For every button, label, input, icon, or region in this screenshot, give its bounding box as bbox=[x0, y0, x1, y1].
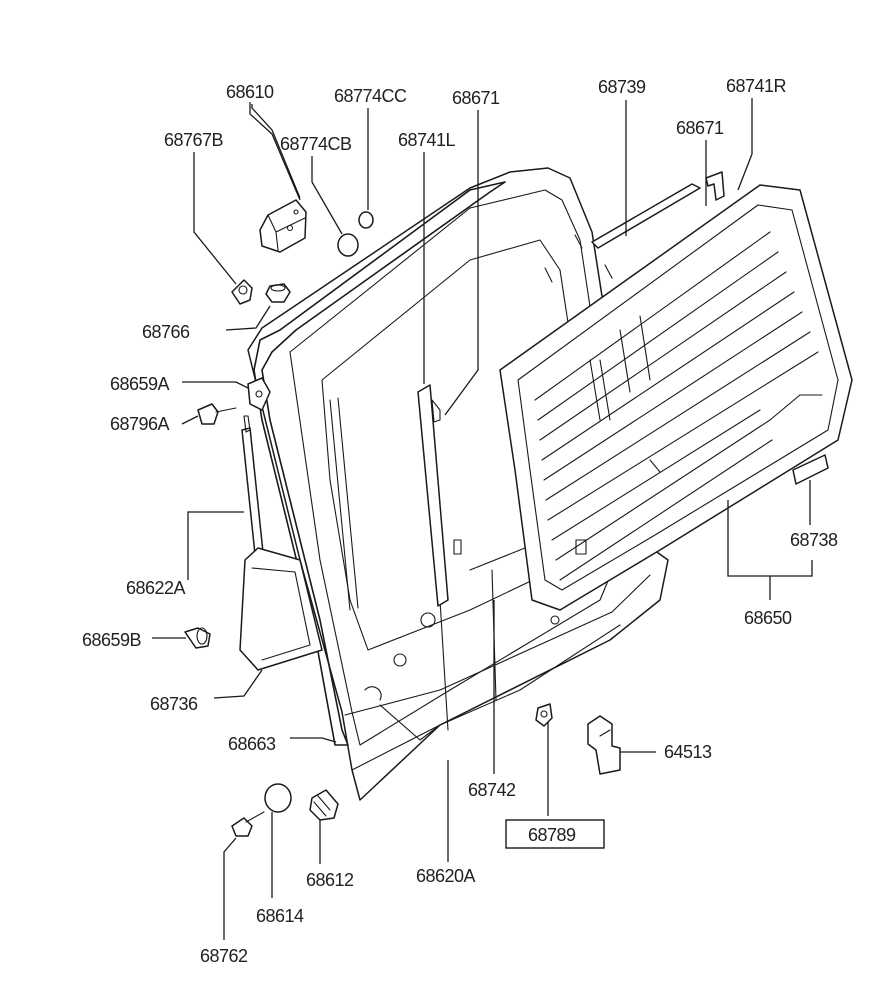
glass-molding-top bbox=[591, 183, 701, 249]
molding-clip-right bbox=[705, 171, 725, 201]
label-68650: 68650 bbox=[744, 608, 792, 628]
label-68738: 68738 bbox=[790, 530, 838, 550]
part-labels: 68610 68774CC 68671 68739 68741R 68767B … bbox=[82, 76, 839, 966]
hinge-cap-small bbox=[358, 211, 374, 229]
label-68610: 68610 bbox=[226, 82, 274, 102]
label-68789: 68789 bbox=[528, 825, 576, 845]
label-68739: 68739 bbox=[598, 77, 646, 97]
label-68766: 68766 bbox=[142, 322, 190, 342]
trim-panel bbox=[239, 547, 323, 671]
label-68796A: 68796A bbox=[110, 414, 170, 434]
plug-grommet bbox=[535, 703, 553, 727]
label-68736: 68736 bbox=[150, 694, 198, 714]
latch-striker bbox=[587, 715, 621, 775]
inner-rail bbox=[469, 547, 526, 571]
hinge-bracket bbox=[259, 199, 307, 253]
label-68612: 68612 bbox=[306, 870, 354, 890]
label-68741R: 68741R bbox=[726, 76, 787, 96]
label-68671-right: 68671 bbox=[676, 118, 724, 138]
glass-clip-piece bbox=[792, 454, 829, 485]
glass-molding-left bbox=[417, 384, 462, 607]
label-68659B: 68659B bbox=[82, 630, 142, 650]
bumper-bolt bbox=[231, 811, 265, 837]
cushion-stopper bbox=[309, 789, 339, 821]
label-68742: 68742 bbox=[468, 780, 516, 800]
label-68767B: 68767B bbox=[164, 130, 224, 150]
label-68762: 68762 bbox=[200, 946, 248, 966]
label-68741L: 68741L bbox=[398, 130, 456, 150]
ball-stud-bolt bbox=[197, 403, 237, 425]
grommet bbox=[265, 283, 291, 303]
label-68774CB: 68774CB bbox=[280, 134, 352, 154]
hinge-bolt bbox=[231, 279, 253, 305]
label-68671-top: 68671 bbox=[452, 88, 500, 108]
stay-bracket-lower bbox=[184, 627, 211, 649]
label-64513: 64513 bbox=[664, 742, 712, 762]
label-68659A: 68659A bbox=[110, 374, 170, 394]
label-68774CC: 68774CC bbox=[334, 86, 407, 106]
label-68622A: 68622A bbox=[126, 578, 186, 598]
boxed-label-frame bbox=[505, 819, 605, 849]
hinge-cap-large bbox=[337, 233, 359, 257]
label-68620A: 68620A bbox=[416, 866, 476, 886]
stay-bracket-upper bbox=[247, 377, 271, 411]
label-68614: 68614 bbox=[256, 906, 304, 926]
leader-lines bbox=[152, 98, 813, 940]
rubber-bumper bbox=[264, 783, 292, 813]
rear-window-glass bbox=[499, 184, 853, 611]
label-68663: 68663 bbox=[228, 734, 276, 754]
